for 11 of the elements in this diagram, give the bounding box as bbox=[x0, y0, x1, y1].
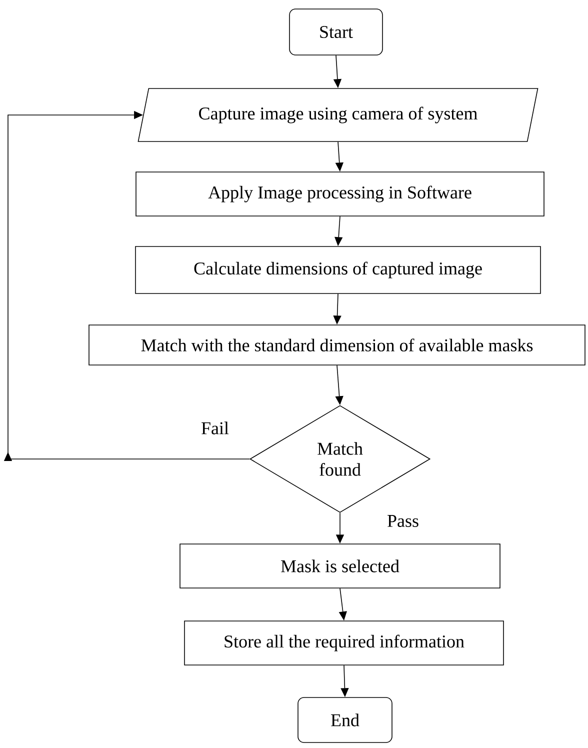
process-box: Mask is selected bbox=[180, 544, 500, 588]
process-box: Match with the standard dimension of available masks bbox=[88, 324, 586, 366]
arrow bbox=[4, 110, 250, 461]
process-box: Apply Image processing in Software bbox=[136, 172, 544, 216]
process-box: Store all the required information bbox=[184, 620, 504, 666]
input-parallelogram: Capture image using camera of system bbox=[138, 88, 538, 142]
edge-label: Fail bbox=[200, 420, 230, 436]
terminal-box: Start bbox=[289, 8, 383, 56]
edge-label: Pass bbox=[386, 514, 420, 528]
process-box: Calculate dimensions of captured image bbox=[135, 246, 541, 294]
terminal-box: End bbox=[298, 697, 392, 743]
